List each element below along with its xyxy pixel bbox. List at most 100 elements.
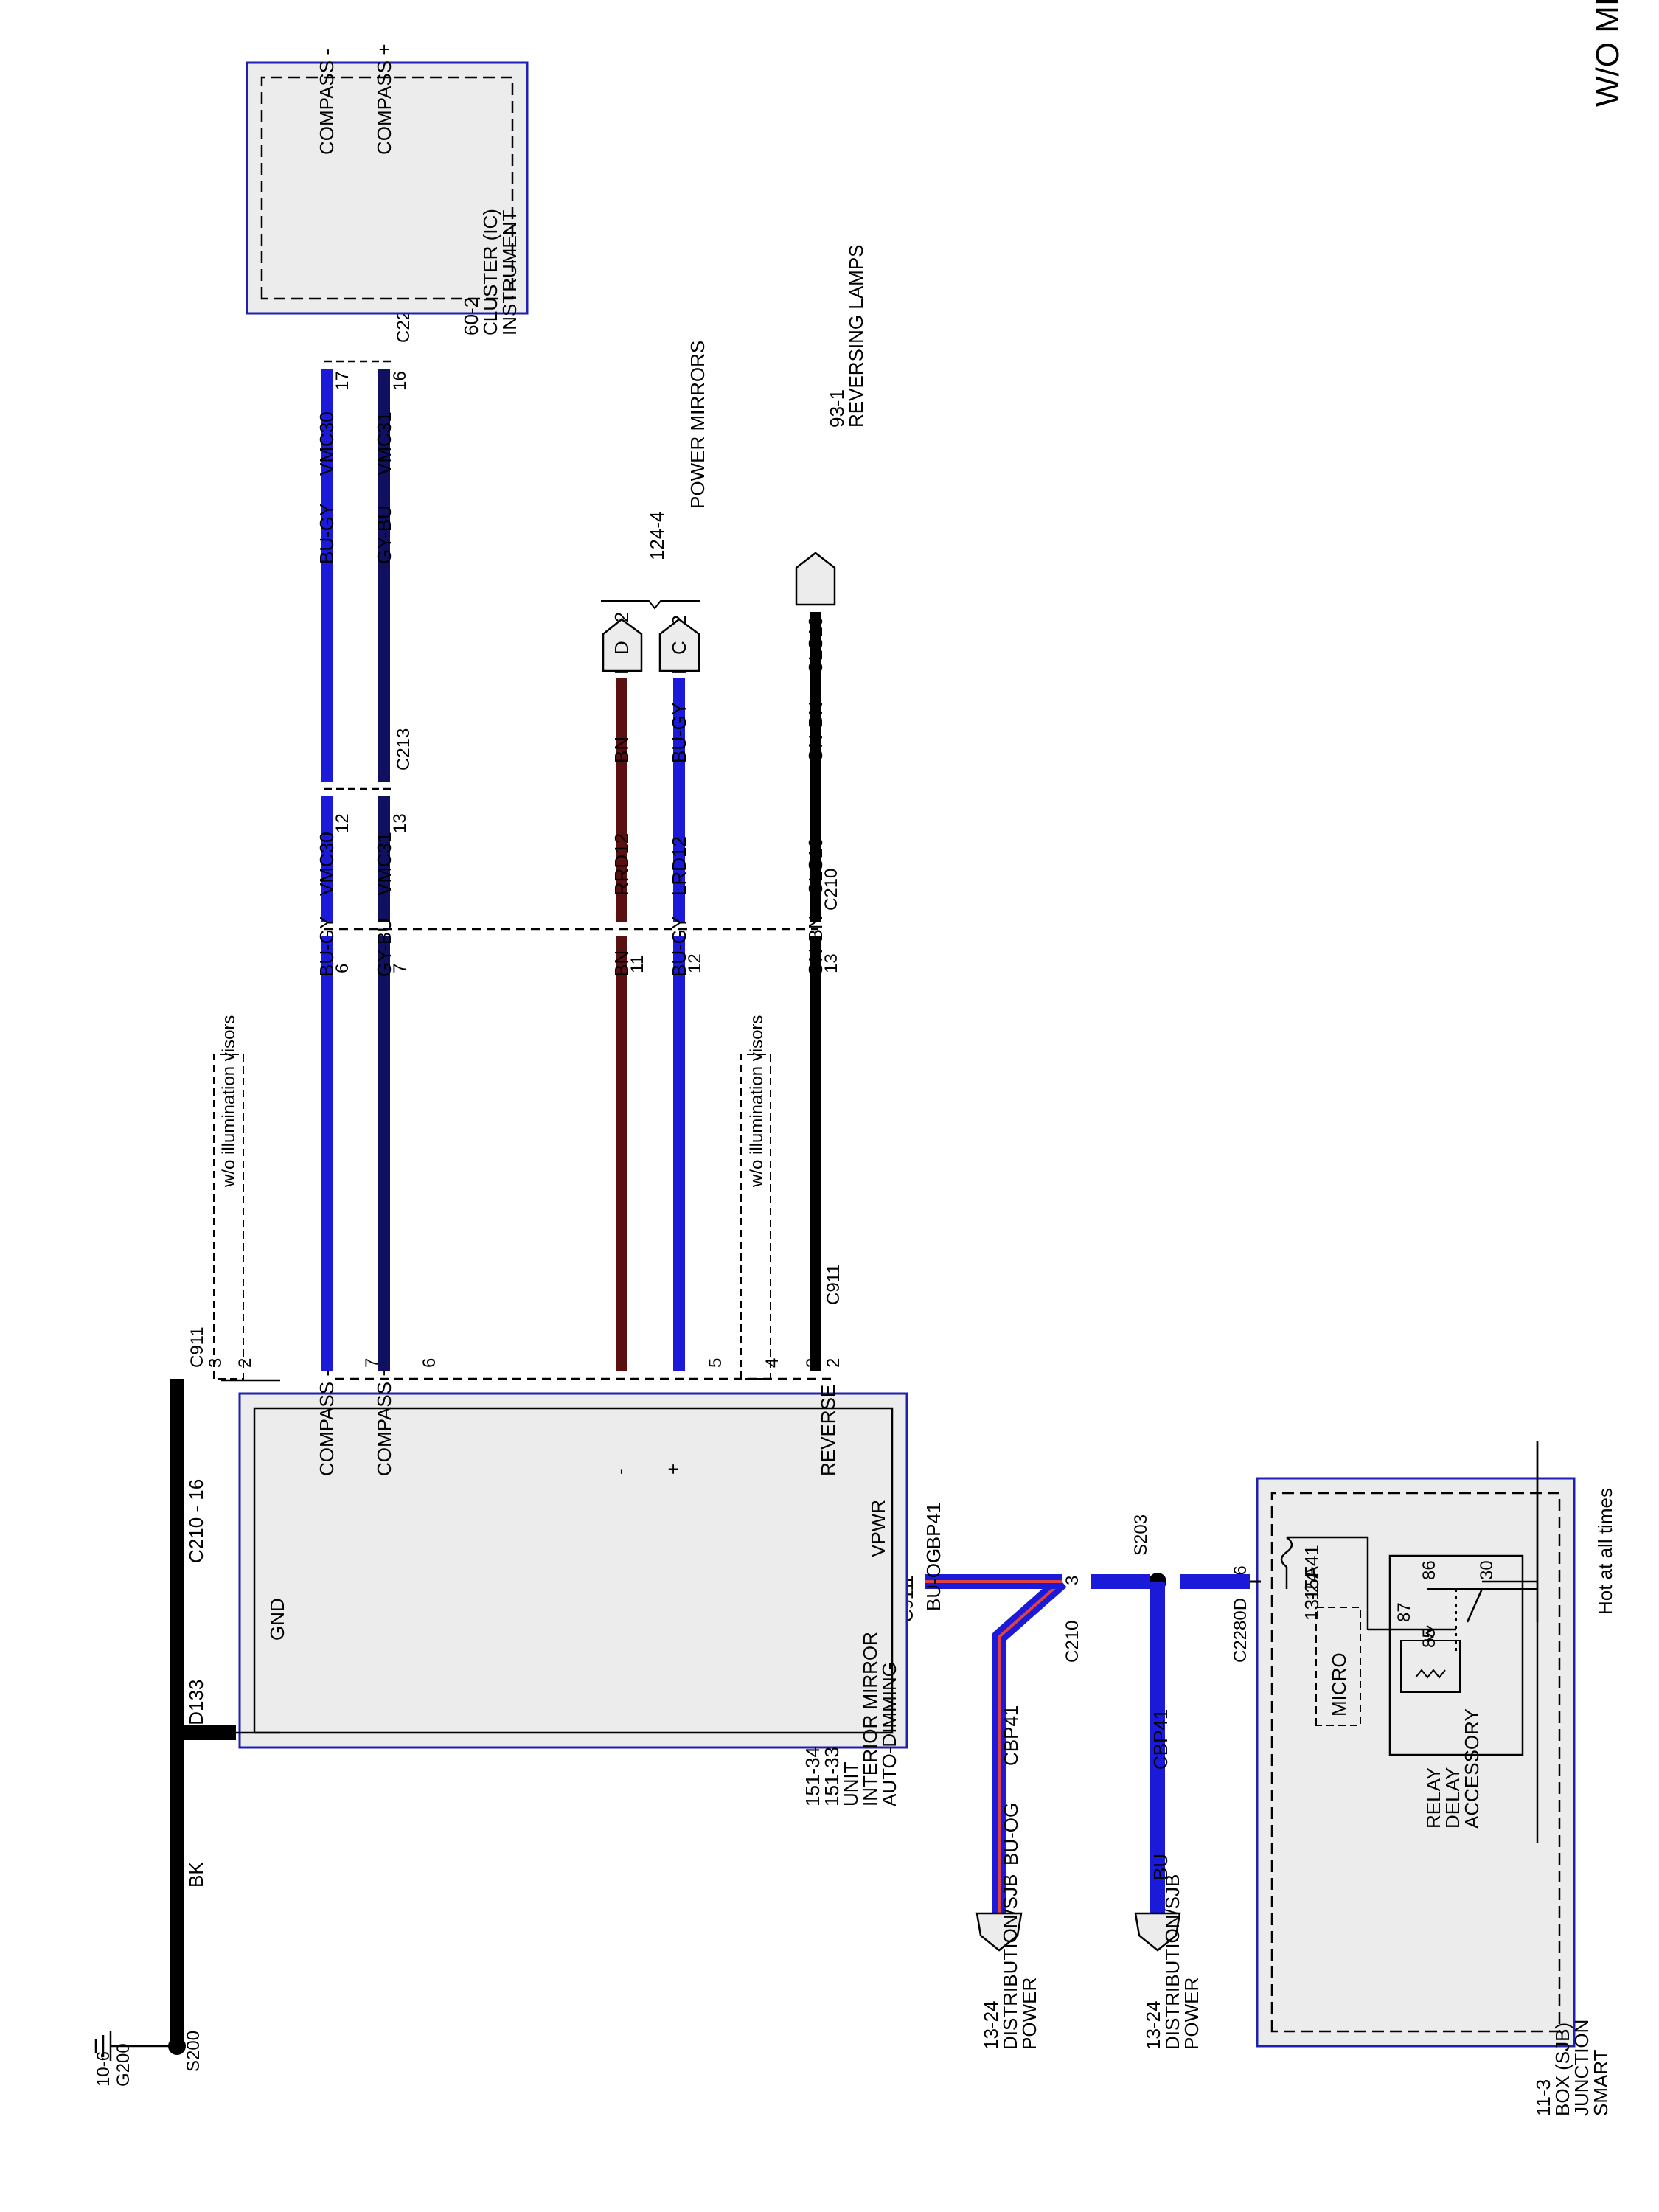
wire-cls10-a-color: GN-BN xyxy=(804,701,827,763)
svg-text:ACCESSORY: ACCESSORY xyxy=(1461,1708,1483,1829)
fuse-name: F41 xyxy=(1301,1545,1323,1578)
mirror-pin-reverse: REVERSE xyxy=(817,1385,839,1476)
wire-cbp41-s203-c210 xyxy=(1091,1574,1150,1589)
c210-pin-6: 6 xyxy=(333,964,352,973)
c2280d-label: C2280D xyxy=(1231,1598,1251,1663)
wire-rrd12-a-color: BN xyxy=(611,737,633,763)
power-dist-connector-1 xyxy=(1134,1912,1181,1952)
wire-vmc30-a-circuit: VMC30 xyxy=(316,411,338,476)
c210-label-s203: C210 xyxy=(1062,1621,1082,1663)
relay-pin-30: 30 xyxy=(1477,1560,1497,1580)
wire-cls10-lower xyxy=(810,936,821,1371)
c210-mid-label: C210 xyxy=(821,869,841,911)
c220-pin-16: 16 xyxy=(390,371,410,391)
wire-vmc30-lower xyxy=(321,936,333,1371)
c210-pin-13: 13 xyxy=(821,953,841,973)
svg-text:DISTRIBUTION/SJB: DISTRIBUTION/SJB xyxy=(1161,1874,1183,2050)
wire-cbp41-bu-color: BU xyxy=(1150,1854,1172,1880)
cluster-pin-compass-plus: COMPASS + xyxy=(373,44,395,155)
relay-name-label: ACCESSORY DELAY RELAY xyxy=(1422,1708,1483,1829)
svg-text:SMART: SMART xyxy=(1590,2049,1612,2116)
wire-rrd12-lower xyxy=(616,936,627,1371)
gnd-c911-pin-3: 3 xyxy=(206,1358,226,1368)
reversing-lamps-connector xyxy=(795,552,836,606)
visors-note-upper: w/o illumination visors xyxy=(740,1015,771,1380)
svg-text:w/o illumination visors: w/o illumination visors xyxy=(219,1015,239,1188)
c213-pin-12: 12 xyxy=(333,813,352,833)
wire-vmc31-a-circuit: VMC31 xyxy=(373,411,395,476)
svg-text:CLUSTER (IC): CLUSTER (IC) xyxy=(479,209,501,335)
accessory-delay-relay: 30 86 87 85 MICRO ACCESSORY DELAY RELAY xyxy=(1315,1537,1537,1829)
diagram-title: W/O MICROPHONE xyxy=(1590,0,1626,107)
c220-pin-17: 17 xyxy=(333,371,352,391)
wire-vmc31-b-circuit: VMC31 xyxy=(373,832,395,896)
c210-pin-12: 12 xyxy=(685,953,705,973)
svg-text:AUTO-DIMMING: AUTO-DIMMING xyxy=(878,1662,900,1806)
wire-lrd12-a-color: BU-GY xyxy=(668,703,690,763)
power-dist-label-1: POWER DISTRIBUTION/SJB 13-24 xyxy=(1142,1874,1203,2050)
wire-rrd12-b-color: BN xyxy=(611,950,633,977)
splice-s200-label: S200 xyxy=(184,2031,204,2072)
wire-gd133-color: BK xyxy=(185,1862,207,1888)
wire-cls10-a-circuit: CLS10 xyxy=(804,616,827,675)
mirror-pin-compass-plus: COMPASS + xyxy=(373,1365,395,1476)
wire-vmc30-b-color: BU-GY xyxy=(316,917,338,977)
svg-text:UNIT: UNIT xyxy=(840,1761,862,1806)
svg-text:BOX (SJB): BOX (SJB) xyxy=(1551,2023,1573,2116)
fuse-f41: F41 15A 13-24 xyxy=(1280,1536,1368,1621)
power-mirrors-d-label: D xyxy=(611,641,633,655)
mirror-pin-5: 5 xyxy=(706,1358,726,1368)
wire-cbp41-top xyxy=(1180,1574,1250,1589)
relay-pin-87: 87 xyxy=(1394,1602,1414,1622)
wire-cbp41-vpwr-color: BU-OG xyxy=(922,1548,945,1611)
splice-s203-label: S203 xyxy=(1131,1514,1151,1556)
c213-pin-13: 13 xyxy=(390,813,410,833)
c210-16-label: C210 - 16 xyxy=(185,1479,207,1563)
wire-rrd12-b-circuit: RRD12 xyxy=(611,833,633,896)
wire-lrd12-b-circuit: LRD12 xyxy=(668,836,690,896)
mirror-pin-gnd: GND xyxy=(266,1598,288,1641)
gnd-c911-label: C911 xyxy=(187,1326,207,1368)
wire-lrd12-lower xyxy=(673,936,685,1371)
power-mirrors-label: POWER MIRRORS xyxy=(686,341,709,509)
wire-vmc31-a-color: GY-BU xyxy=(373,505,395,564)
reversing-lamps-ref: 93-1 xyxy=(826,389,848,428)
svg-text:13-24: 13-24 xyxy=(1142,2001,1164,2051)
power-mirrors-connector-c xyxy=(658,618,700,672)
mirror-pin-vpwr: VPWR xyxy=(867,1500,889,1557)
reversing-lamps-label: REVERSING LAMPS xyxy=(845,244,867,428)
ground-g200-label: G200 xyxy=(114,2043,133,2087)
wire-lrd12-b-color: BU-GY xyxy=(668,917,690,977)
power-mirrors-c-label: C xyxy=(668,641,690,655)
wire-rrd12-upper xyxy=(616,678,627,922)
c213-label: C213 xyxy=(394,728,414,771)
power-dist-connector-2 xyxy=(975,1912,1023,1952)
c210-pin-7: 7 xyxy=(390,964,410,973)
wire-vmc31-mid xyxy=(378,796,390,922)
auto-dimming-mirror-unit: VPWR REVERSE + - COMPASS + COMPASS - GND… xyxy=(238,1365,908,1806)
ground-symbol xyxy=(94,2031,112,2061)
c911-label-top: C911 xyxy=(824,1264,844,1305)
power-mirrors-connector-d xyxy=(602,618,643,672)
wire-vmc30-a-color: BU-GY xyxy=(316,504,338,564)
mirror-name-label: AUTO-DIMMING INTERIOR MIRROR UNIT 151-33… xyxy=(801,1632,900,1806)
c210-pin-3: 3 xyxy=(1062,1576,1082,1585)
gnd-c911-pin-2: 2 xyxy=(235,1358,255,1368)
wire-cbp41-buog-b-circuit: CBP41 xyxy=(1000,1705,1022,1766)
fuse-ref: 13-24 xyxy=(1301,1572,1323,1621)
svg-text:151-33: 151-33 xyxy=(821,1747,843,1806)
wire-vmc30-b-circuit: VMC30 xyxy=(316,832,338,896)
power-mirrors-ref: 124-4 xyxy=(646,512,668,561)
svg-text:13-24: 13-24 xyxy=(980,2001,1002,2051)
svg-text:w/o illumination visors: w/o illumination visors xyxy=(747,1015,767,1188)
mirror-pin-minus: - xyxy=(609,1468,631,1475)
relay-pin-86: 86 xyxy=(1419,1560,1439,1580)
mirror-pin-7: 7 xyxy=(362,1358,382,1368)
relay-micro-label: MICRO xyxy=(1328,1652,1350,1717)
wire-gd133 xyxy=(170,1379,184,1740)
wire-cls10-b-circuit: CLS10 xyxy=(804,838,827,897)
svg-text:DELAY: DELAY xyxy=(1441,1767,1464,1829)
wire-gd133-circuit: GD133 xyxy=(185,1680,207,1740)
